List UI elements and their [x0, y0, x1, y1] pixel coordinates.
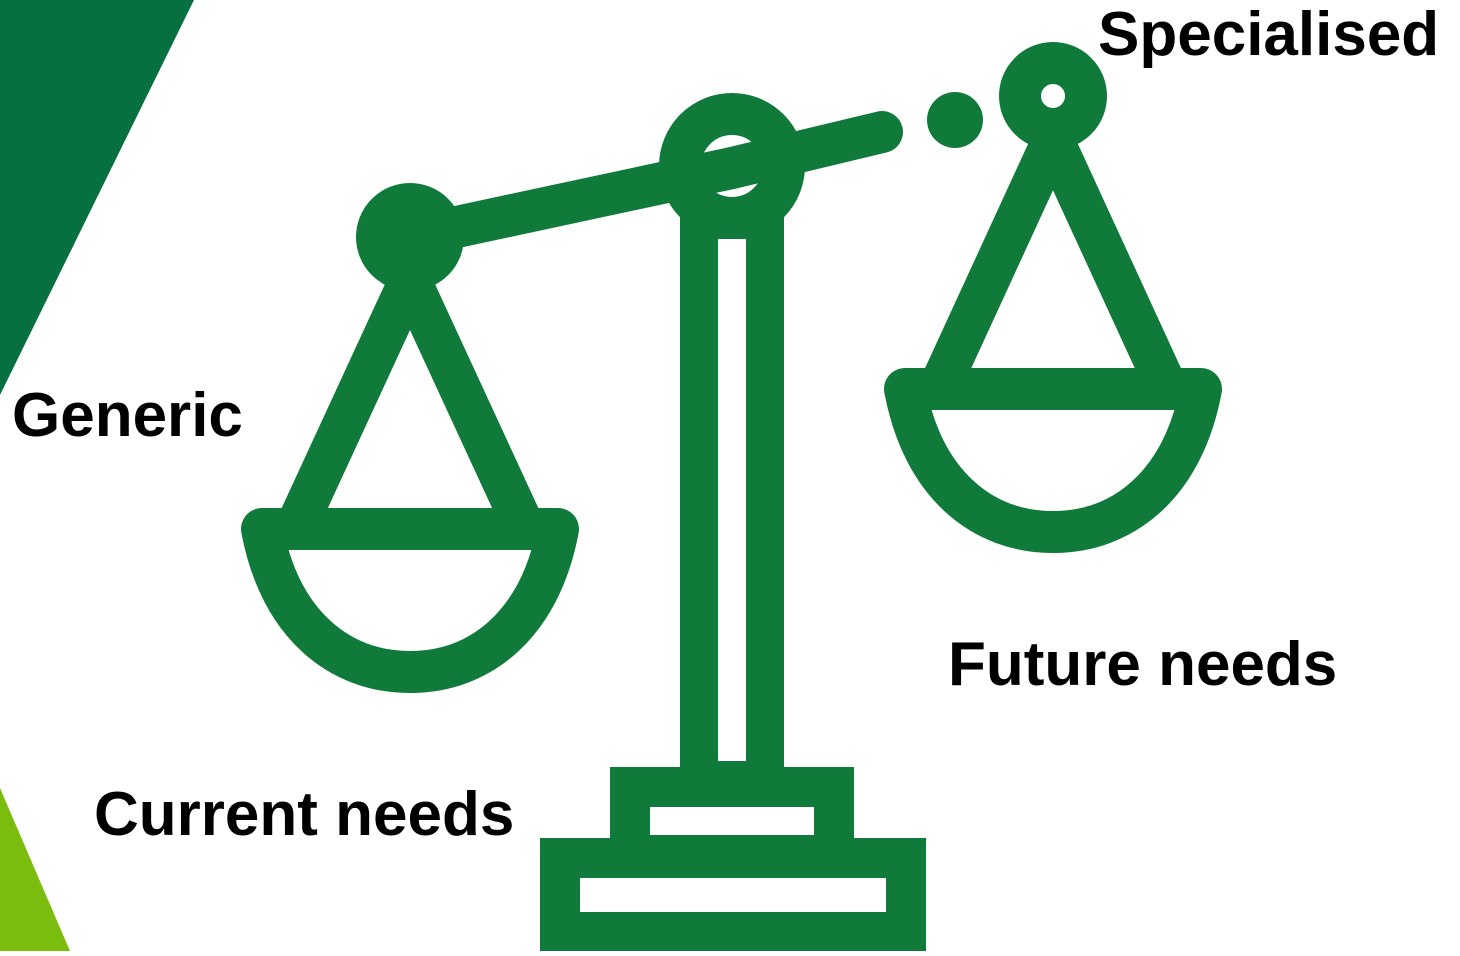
- beam-end-dot: [927, 92, 983, 148]
- bottom-left-light-green-triangle: [0, 788, 70, 951]
- right-pan-bowl: [884, 368, 1222, 553]
- scale-base-lower: [540, 838, 926, 952]
- scale-pole: [680, 201, 784, 799]
- label-current-needs: Current needs: [94, 780, 515, 849]
- label-generic: Generic: [12, 381, 243, 450]
- left-pan-strings: [275, 259, 545, 548]
- label-specialised: Specialised: [1098, 0, 1440, 69]
- balance-scale-icon: [241, 42, 1222, 693]
- beam-right: [711, 111, 903, 189]
- right-pan-strings: [918, 119, 1188, 409]
- left-pan-bowl: [241, 508, 579, 693]
- top-left-dark-green-triangle: [0, 0, 194, 395]
- label-future-needs: Future needs: [948, 630, 1338, 699]
